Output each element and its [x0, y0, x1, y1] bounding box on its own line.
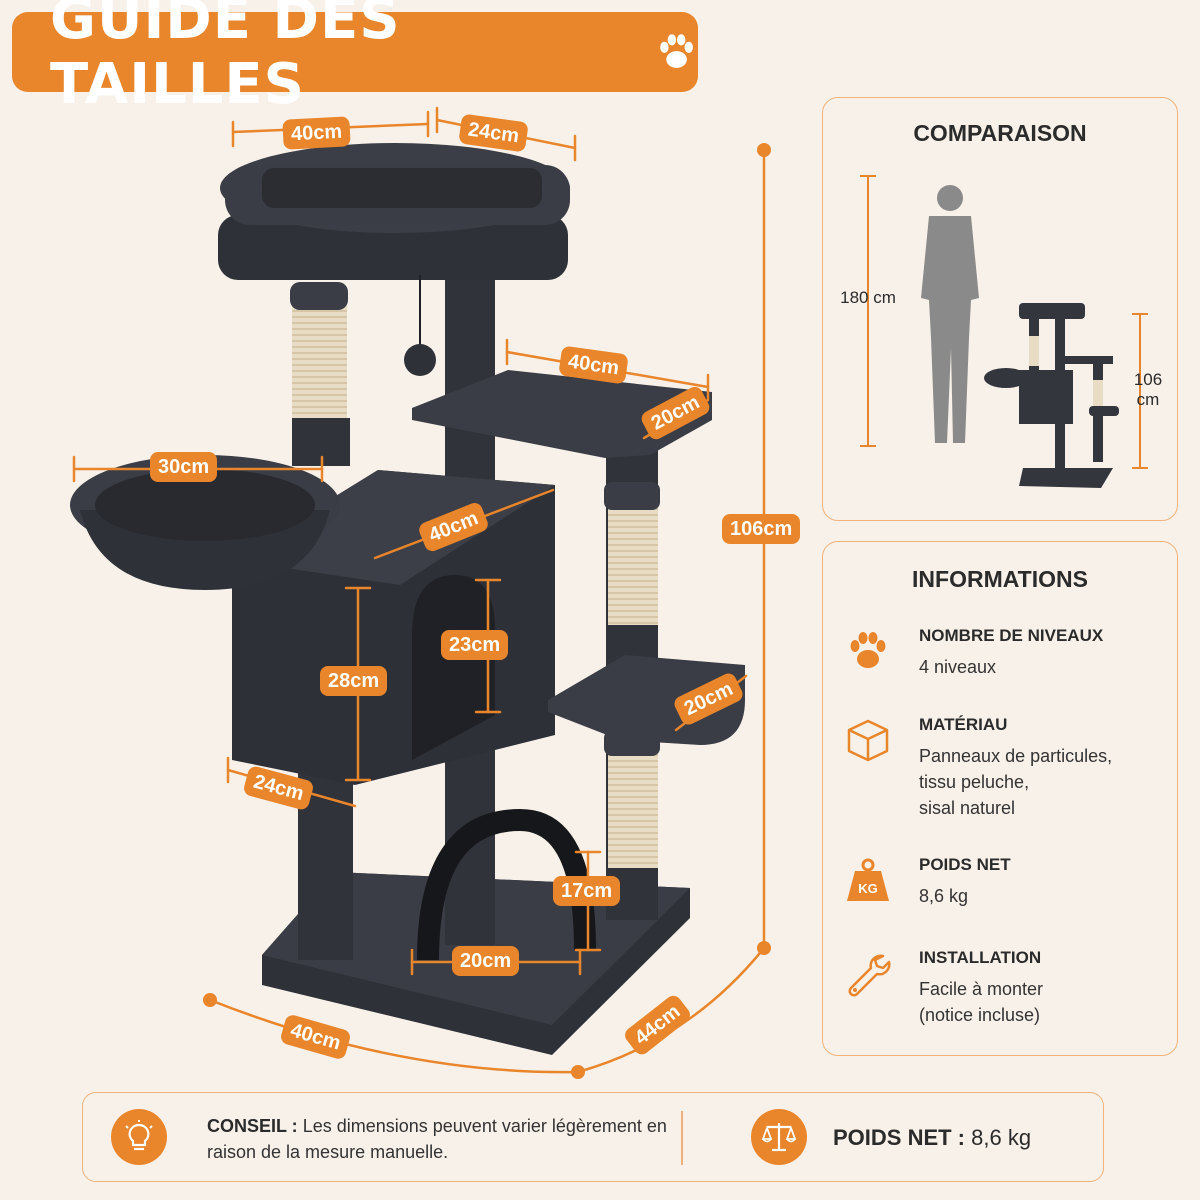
- wrench-icon: [848, 954, 891, 997]
- info-value-line: (notice incluse): [919, 1005, 1041, 1025]
- comparison-figure: [860, 175, 1148, 488]
- info-value-line: 8,6 kg: [919, 886, 969, 906]
- hanging-ball: [404, 344, 436, 376]
- info-value-line: tissu peluche,: [919, 772, 1030, 792]
- footer-divider: [681, 1111, 683, 1165]
- info-label-installation: INSTALLATION: [919, 948, 1042, 967]
- paw-icon: [660, 34, 693, 68]
- platform-upper: [412, 370, 712, 458]
- cat-tree: [70, 143, 745, 1055]
- sisal-top-left: [292, 305, 347, 420]
- mini-cat-tree: [984, 303, 1119, 488]
- info-value-line: 4 niveaux: [919, 657, 997, 677]
- lightbulb-icon: [125, 1120, 153, 1151]
- comparison-title: COMPARAISON: [913, 120, 1087, 146]
- footer-weight-label: POIDS NET :: [833, 1125, 966, 1150]
- dim-basket-width: 30cm: [150, 452, 218, 482]
- sisal-right-upper: [608, 505, 658, 625]
- information-panel: INFORMATIONS NOMBRE DE NIVEAUX 4 niveaux…: [822, 541, 1178, 1056]
- dim-arch-height: 17cm: [553, 876, 621, 906]
- info-value-installation: Facile à monter (notice incluse): [919, 976, 1043, 1028]
- dim-arch-width: 20cm: [452, 946, 520, 976]
- footer-weight: POIDS NET : 8,6 kg: [833, 1125, 1031, 1151]
- tree-height-unit: cm: [1136, 390, 1160, 409]
- tip-body: Les dimensions peuvent varier légèrement…: [207, 1116, 667, 1162]
- info-label-levels: NOMBRE DE NIVEAUX: [919, 626, 1104, 645]
- info-value-material: Panneaux de particules, tissu peluche, s…: [919, 743, 1112, 821]
- tip-label: CONSEIL :: [207, 1116, 298, 1136]
- scale-icon-badge: [751, 1109, 807, 1165]
- page-title: GUIDE DES TAILLES: [50, 0, 401, 117]
- person-height-label: 180 cm: [840, 288, 896, 307]
- info-value-line: Panneaux de particules,: [919, 746, 1113, 766]
- top-bed-base: [218, 215, 568, 280]
- cat-tree-illustration: [70, 106, 771, 1079]
- person-silhouette: [921, 185, 979, 443]
- info-label-weight: POIDS NET: [919, 855, 1011, 874]
- dim-total-height: 106cm: [722, 514, 801, 544]
- info-value-line: sisal naturel: [919, 798, 1016, 818]
- weight-icon: KG: [847, 858, 889, 901]
- info-value-weight: 8,6 kg: [919, 883, 968, 909]
- dim-top-width: 40cm: [282, 116, 351, 150]
- tree-height-value: 106: [1133, 370, 1163, 389]
- weight-icon-text: KG: [858, 881, 878, 896]
- tip-text: CONSEIL : Les dimensions peuvent varier …: [207, 1113, 667, 1165]
- info-value-levels: 4 niveaux: [919, 654, 996, 680]
- info-value-line: Facile à monter: [919, 979, 1044, 999]
- step-platform: [548, 655, 745, 745]
- paw-icon: [850, 632, 886, 668]
- sisal-right-lower: [608, 750, 658, 868]
- dim-condo-height: 28cm: [320, 666, 388, 696]
- balance-scale-icon: [761, 1123, 797, 1152]
- condo-door: [412, 575, 495, 760]
- footer-bar: CONSEIL : Les dimensions peuvent varier …: [82, 1092, 1104, 1182]
- tip-icon-badge: [111, 1109, 167, 1165]
- dimension-dots: [203, 143, 771, 1079]
- footer-weight-value: 8,6 kg: [971, 1125, 1032, 1150]
- dim-door-height: 23cm: [441, 630, 509, 660]
- info-label-material: MATÉRIAU: [919, 715, 1008, 734]
- information-title: INFORMATIONS: [912, 566, 1088, 592]
- box-icon: [847, 719, 889, 762]
- title-banner: GUIDE DES TAILLES: [12, 0, 698, 117]
- comparison-panel: COMPARAISON 180 cm 106 cm: [822, 97, 1178, 521]
- tree-height-label: 106 cm: [1123, 370, 1173, 410]
